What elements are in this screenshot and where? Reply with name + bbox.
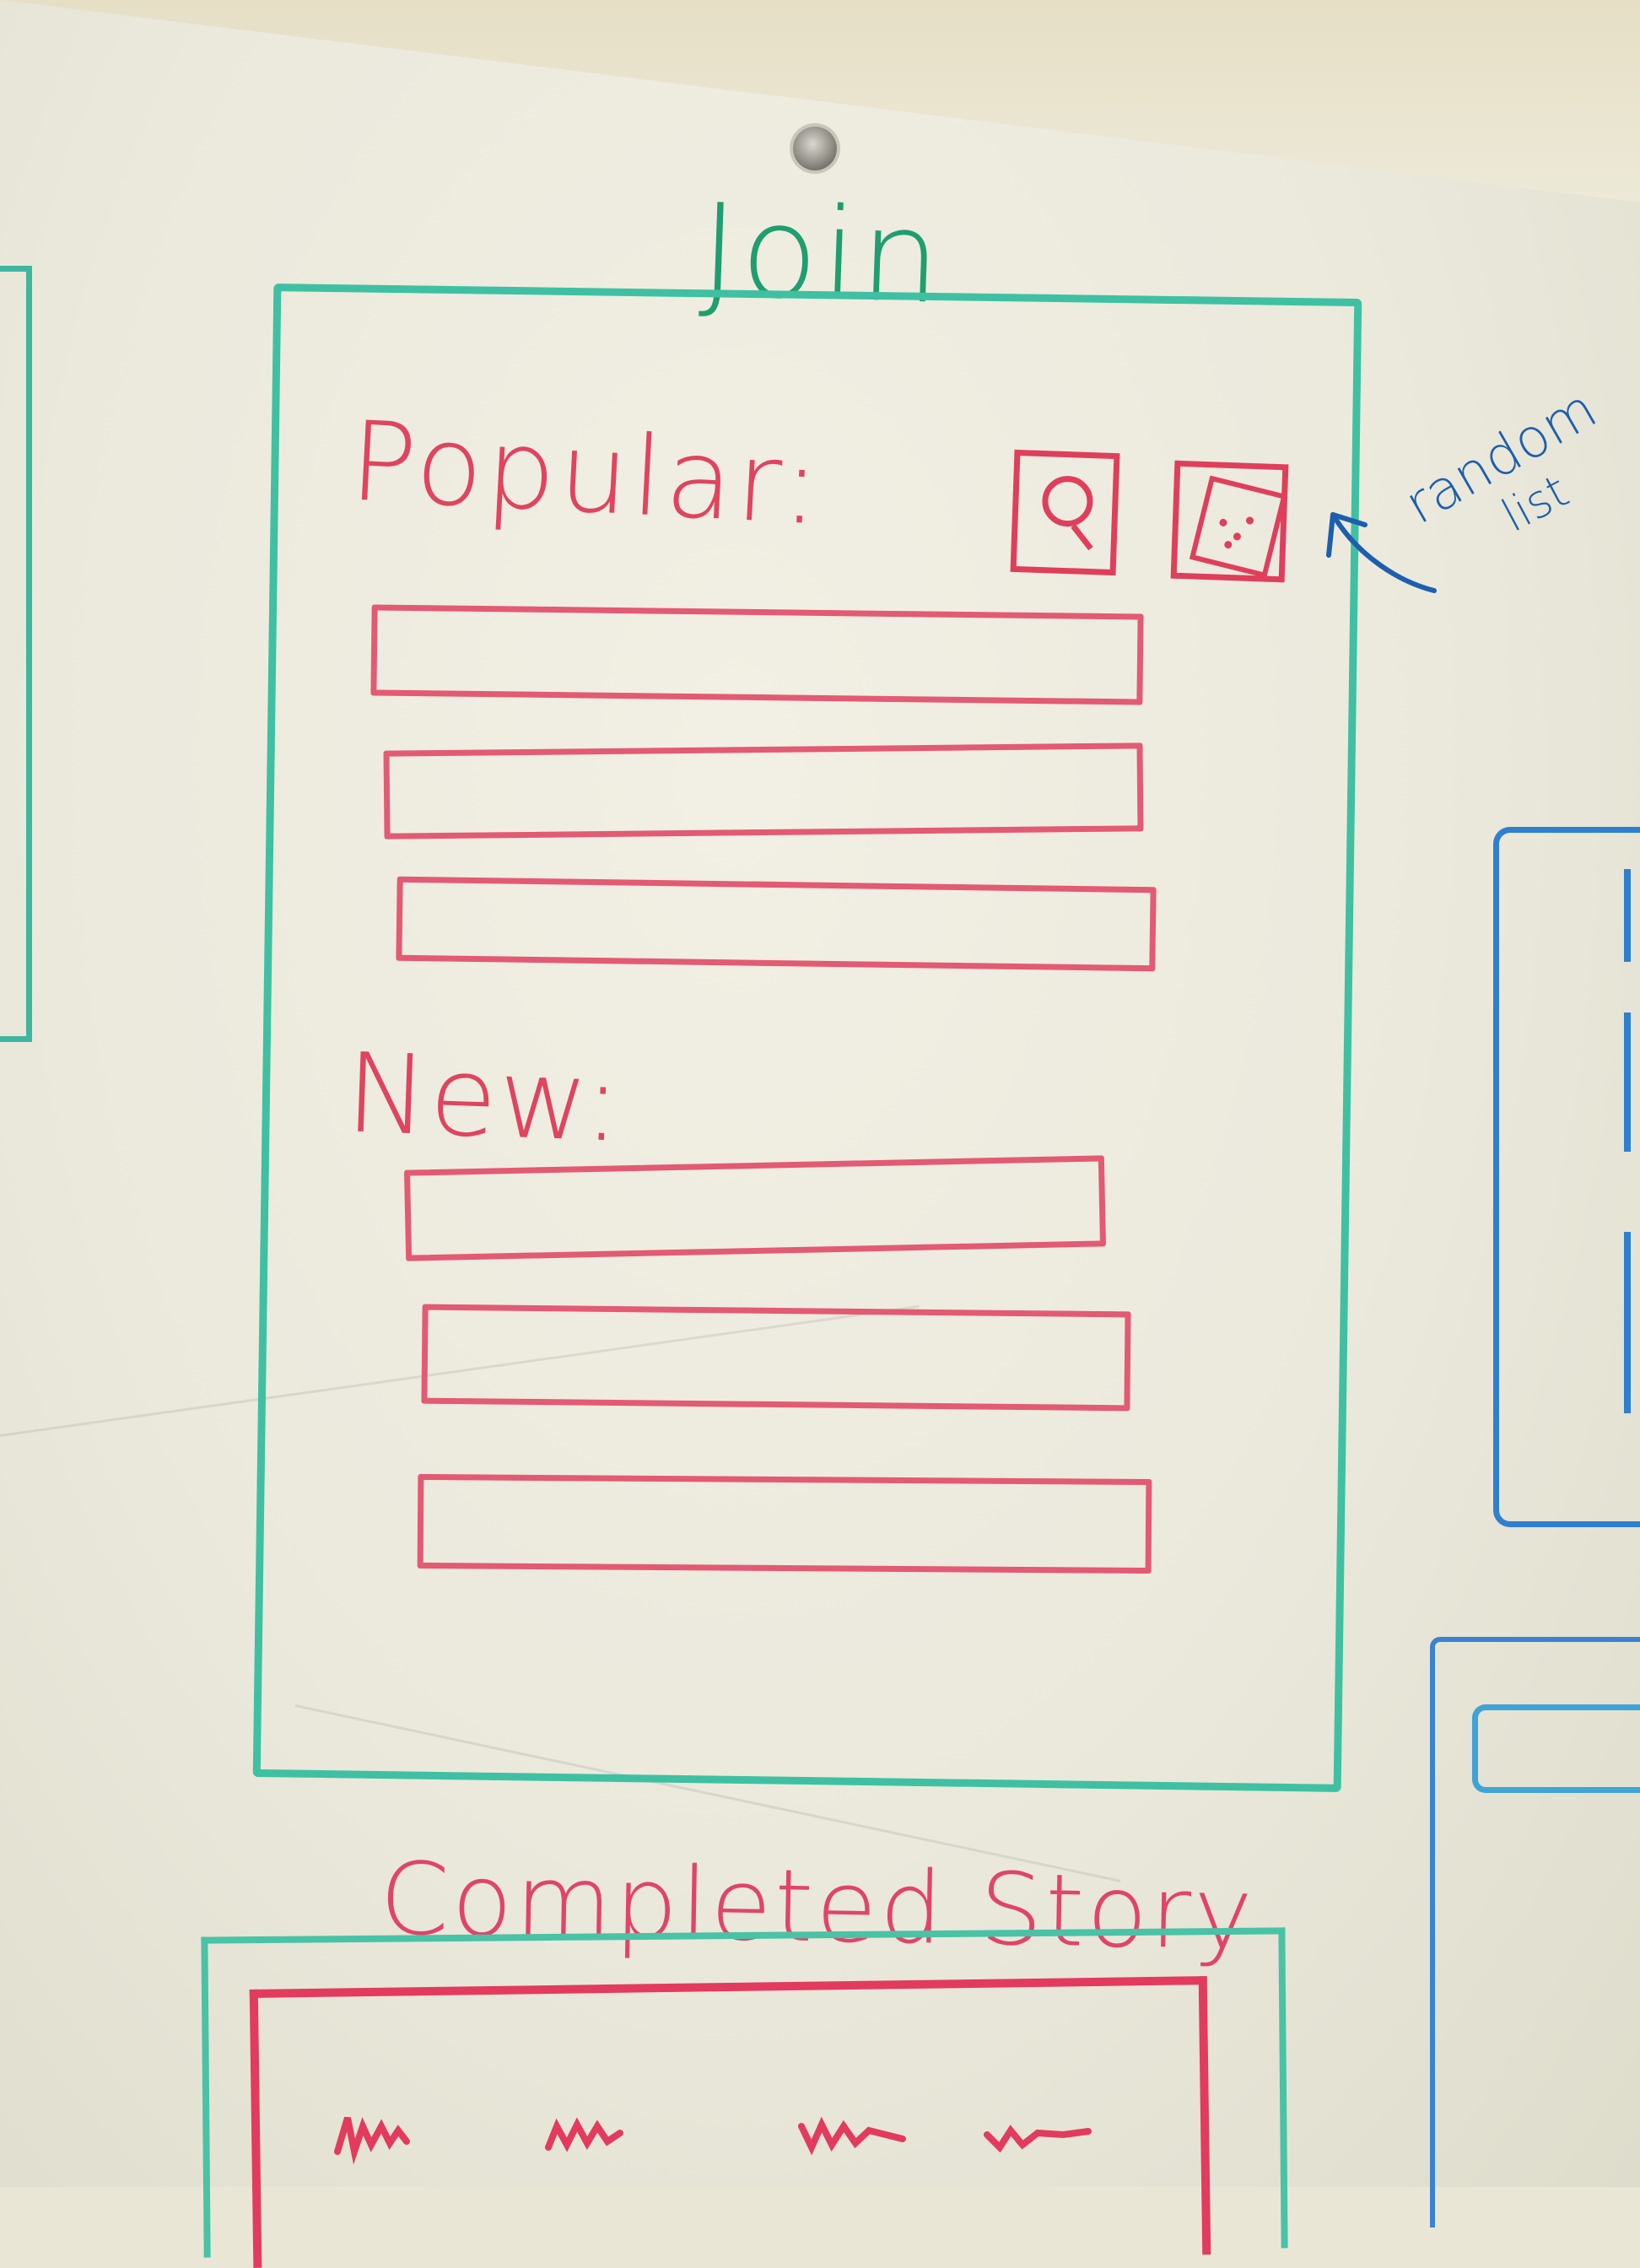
die-pip: [1245, 516, 1254, 526]
popular-heading: Popular:: [347, 397, 827, 550]
die-pip: [1233, 532, 1242, 542]
adjacent-screen-frame-2: [1430, 1637, 1640, 2228]
placeholder-text-scribble: [334, 2116, 1092, 2165]
die-pip: [1223, 540, 1233, 550]
adjacent-input-bar: [1472, 1704, 1640, 1793]
previous-screen-frame: [0, 266, 32, 1042]
new-item[interactable]: [421, 1304, 1131, 1412]
new-item[interactable]: [403, 1155, 1107, 1261]
new-item[interactable]: [417, 1473, 1152, 1574]
die-pip: [1218, 517, 1228, 527]
whiteboard: [0, 0, 1640, 2187]
search-button[interactable]: [1010, 449, 1120, 576]
dice-icon: [1189, 475, 1287, 579]
popular-item[interactable]: [383, 742, 1144, 840]
annotation-arrow: [1326, 512, 1437, 593]
search-icon: [1041, 475, 1094, 528]
popular-item[interactable]: [396, 876, 1157, 972]
adjacent-screen-frame: [1493, 827, 1640, 1527]
new-heading: New:: [343, 1029, 625, 1167]
random-list-button[interactable]: [1170, 460, 1289, 583]
popular-item[interactable]: [370, 604, 1144, 705]
screw: [793, 127, 837, 170]
